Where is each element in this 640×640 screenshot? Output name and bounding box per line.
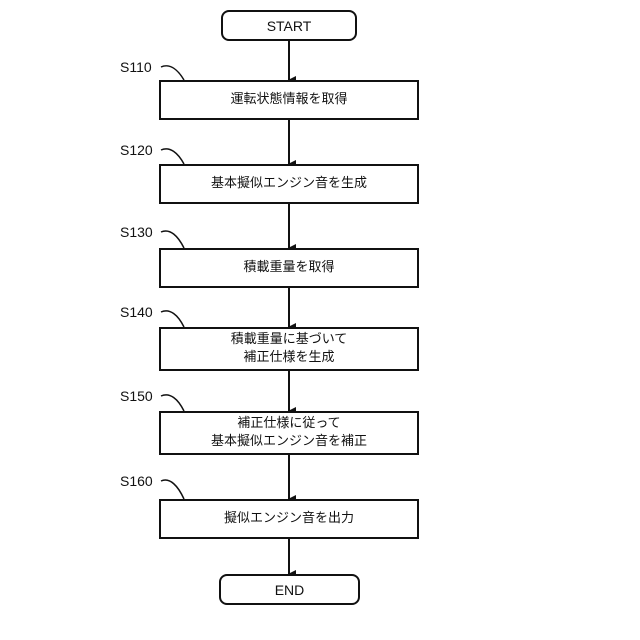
step-text-s140-line-2: 補正仕様を生成 xyxy=(243,349,334,367)
step-text-s130: 積載重量を取得 xyxy=(243,259,334,277)
step-text-s150-line-2: 基本擬似エンジン音を補正 xyxy=(211,433,367,451)
leader-line-s150 xyxy=(161,395,184,411)
step-text-s150-line-1: 補正仕様に従って xyxy=(237,415,340,433)
start-label: START xyxy=(267,17,312,35)
step-label-s160: S160 xyxy=(120,473,153,489)
step-label-s140: S140 xyxy=(120,304,153,320)
step-box-s160: 擬似エンジン音を出力 xyxy=(159,499,419,539)
step-box-s110: 運転状態情報を取得 xyxy=(159,80,419,120)
step-box-s140: 積載重量に基づいて 補正仕様を生成 xyxy=(159,327,419,371)
step-box-s130: 積載重量を取得 xyxy=(159,248,419,288)
leader-line-s120 xyxy=(161,149,184,164)
step-box-s120: 基本擬似エンジン音を生成 xyxy=(159,164,419,204)
start-terminal: START xyxy=(221,10,357,41)
step-text-s160: 擬似エンジン音を出力 xyxy=(224,510,354,528)
leader-line-s140 xyxy=(161,311,184,327)
step-label-s150: S150 xyxy=(120,388,153,404)
end-terminal: END xyxy=(219,574,360,605)
step-label-s130: S130 xyxy=(120,224,153,240)
step-box-s150: 補正仕様に従って 基本擬似エンジン音を補正 xyxy=(159,411,419,455)
step-label-s110: S110 xyxy=(120,59,152,75)
leader-line-s160 xyxy=(161,480,184,499)
step-label-s120: S120 xyxy=(120,142,153,158)
leader-line-s130 xyxy=(161,231,184,248)
step-text-s120: 基本擬似エンジン音を生成 xyxy=(211,175,367,193)
step-text-s140-line-1: 積載重量に基づいて xyxy=(231,331,348,349)
step-text-s110: 運転状態情報を取得 xyxy=(230,91,347,109)
leader-line-s110 xyxy=(161,66,184,80)
end-label: END xyxy=(275,581,305,599)
